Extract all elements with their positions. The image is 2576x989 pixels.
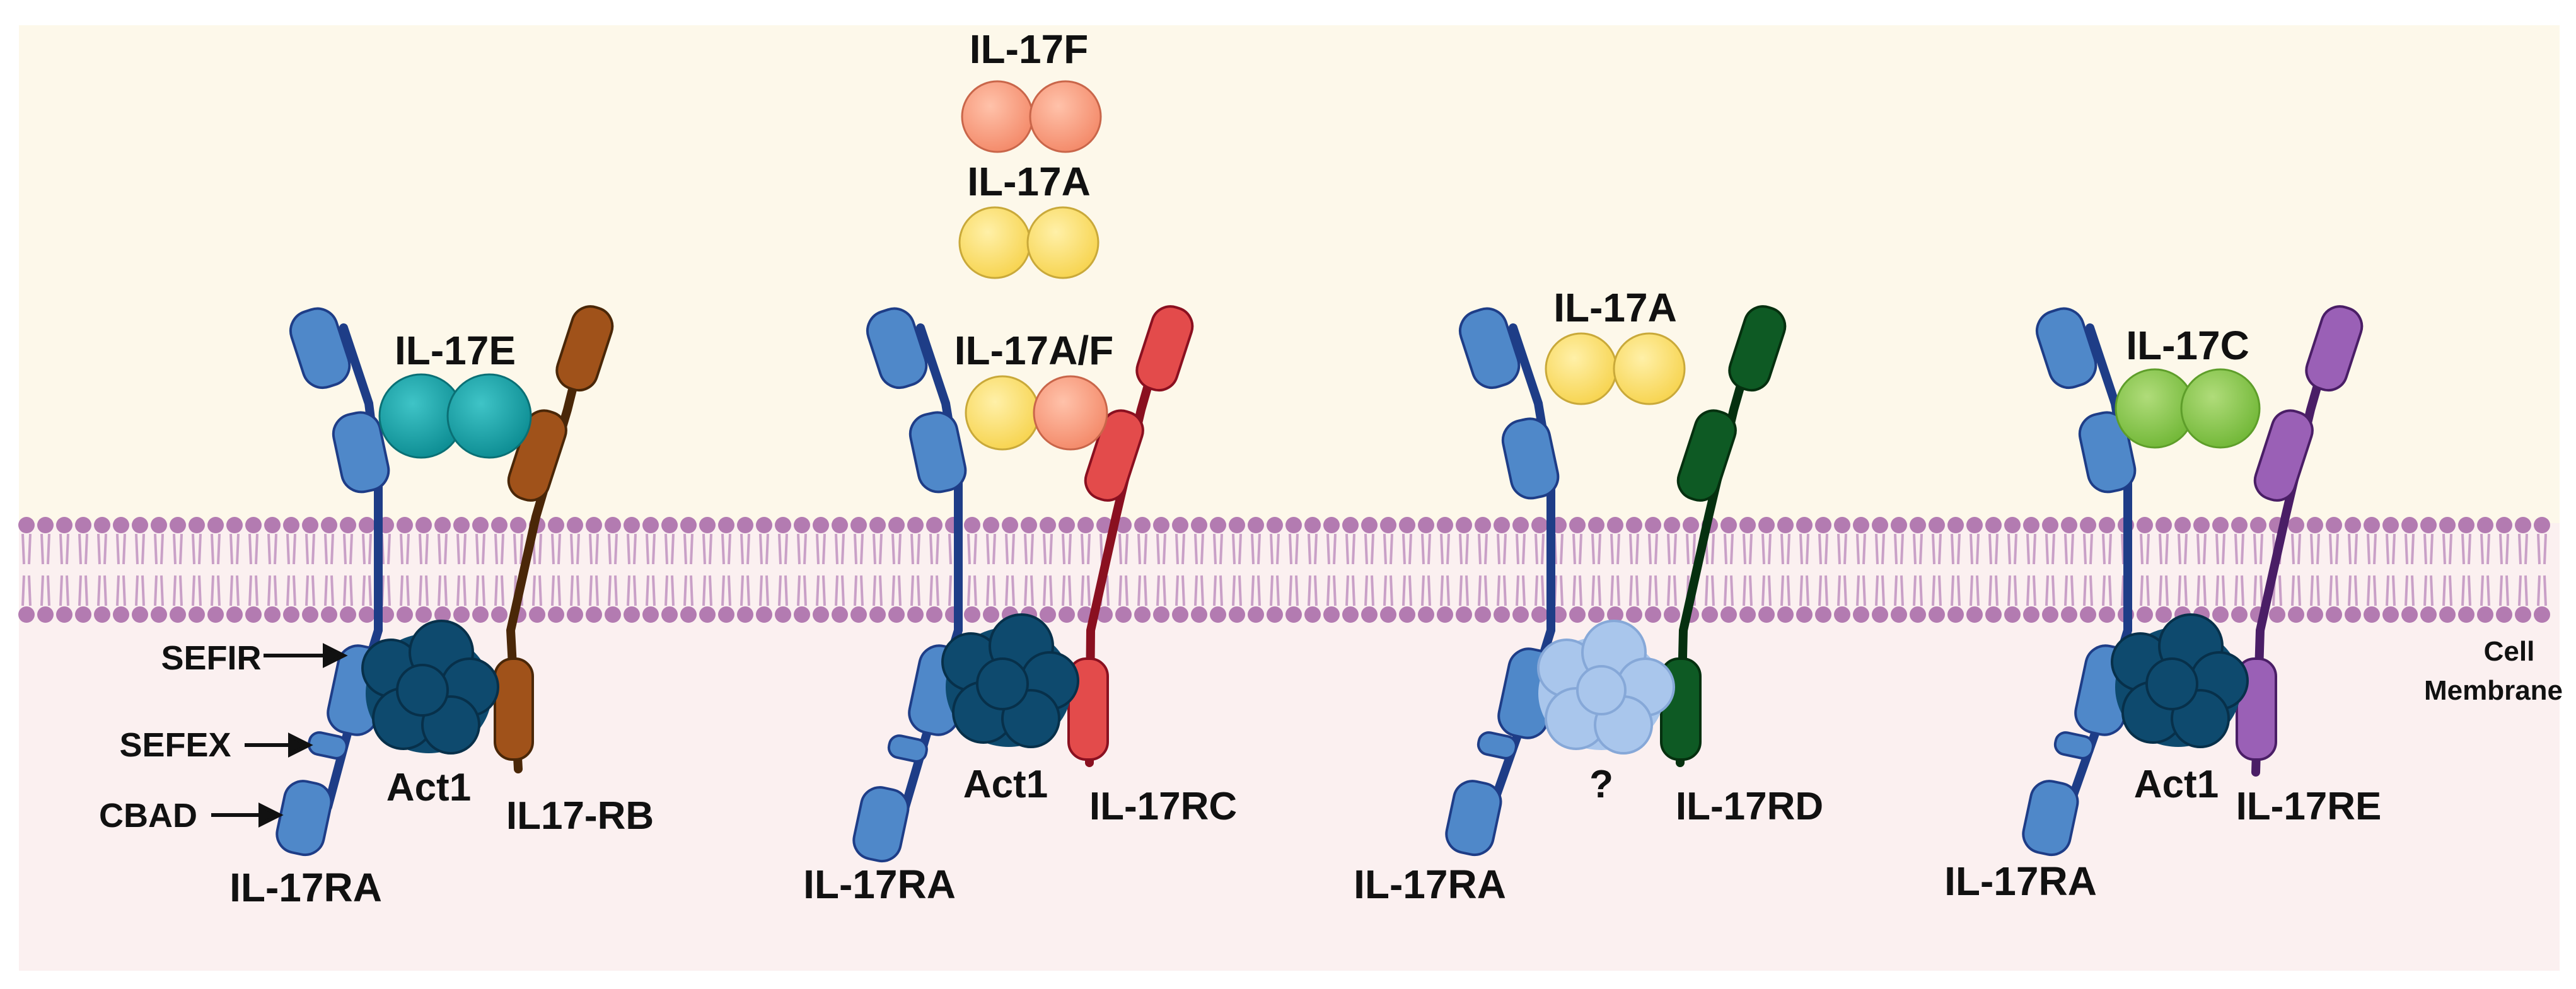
label-il17c: IL-17C bbox=[2126, 323, 2249, 368]
label-membrane-line1: Cell bbox=[2484, 636, 2535, 667]
label-il17af: IL-17A/F bbox=[954, 328, 1113, 373]
domain-arrows bbox=[211, 643, 348, 828]
label-act1-1: Act1 bbox=[386, 766, 471, 809]
label-unknown-adaptor: ? bbox=[1589, 763, 1613, 806]
il17ra-receptor-3 bbox=[1445, 307, 1560, 857]
il17f-homodimer bbox=[961, 80, 1102, 153]
il17rb-receptor bbox=[494, 305, 614, 773]
label-il17ra-2: IL-17RA bbox=[803, 862, 956, 907]
act1-adaptor-3 bbox=[2111, 613, 2249, 748]
label-il17a-rd: IL-17A bbox=[1553, 285, 1677, 330]
label-il17ra-3: IL-17RA bbox=[1354, 862, 1506, 907]
panel-il17af bbox=[852, 80, 1194, 863]
il17e-ligand bbox=[378, 373, 532, 459]
label-il17f-top: IL-17F bbox=[970, 26, 1088, 72]
label-il17ra-4: IL-17RA bbox=[1944, 859, 2097, 904]
label-sefex: SEFEX bbox=[119, 726, 231, 764]
label-il17e: IL-17E bbox=[395, 328, 516, 373]
label-il17rb: IL17-RB bbox=[506, 794, 654, 838]
label-il17rc: IL-17RC bbox=[1089, 785, 1237, 828]
label-act1-2: Act1 bbox=[963, 763, 1048, 806]
label-il17ra-1: IL-17RA bbox=[229, 865, 382, 910]
il17c-ligand bbox=[2115, 368, 2261, 449]
label-il17re: IL-17RE bbox=[2236, 785, 2382, 828]
label-membrane-line2: Membrane bbox=[2424, 675, 2563, 706]
act1-adaptor-2 bbox=[941, 613, 1079, 748]
labels: IL-17F IL-17A IL-17E IL-17A/F IL-17A IL-… bbox=[99, 26, 2563, 910]
unknown-adaptor bbox=[1537, 620, 1675, 755]
panel-il17rd bbox=[1445, 305, 1787, 857]
label-sefir: SEFIR bbox=[161, 639, 261, 677]
label-il17rd: IL-17RD bbox=[1676, 785, 1823, 828]
il17a-homodimer-rd bbox=[1545, 332, 1686, 405]
il17af-heterodimer bbox=[965, 375, 1108, 451]
label-il17a-top: IL-17A bbox=[967, 159, 1091, 204]
panel-il17e bbox=[211, 305, 614, 857]
il17a-homodimer-top bbox=[958, 206, 1099, 279]
panel-il17c bbox=[2022, 305, 2364, 857]
il17re-receptor bbox=[2236, 305, 2364, 777]
label-act1-3: Act1 bbox=[2134, 763, 2219, 806]
act1-adaptor-1 bbox=[361, 620, 499, 755]
label-cbad: CBAD bbox=[99, 797, 197, 835]
